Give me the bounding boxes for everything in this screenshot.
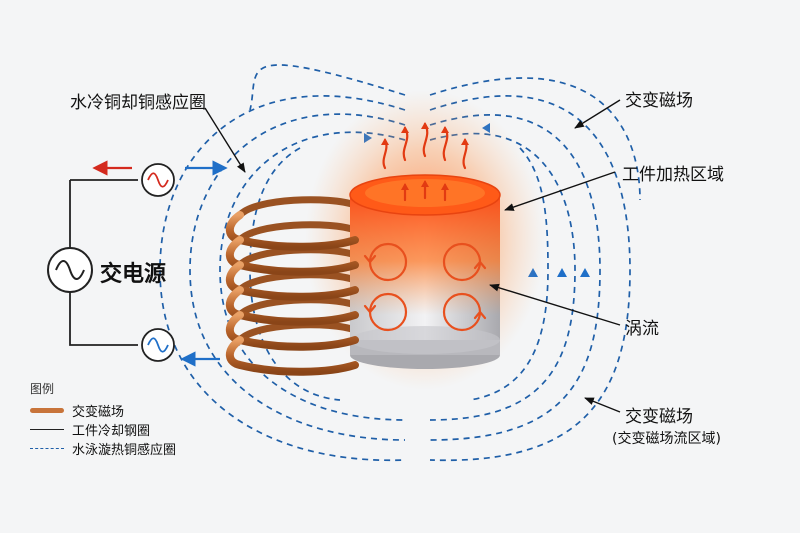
eddy-current-icon xyxy=(442,242,487,282)
ammeter-bottom-icon xyxy=(141,328,175,362)
legend-item-label: 交变磁场 xyxy=(72,405,125,420)
field-loop xyxy=(159,95,406,462)
flow-arrow-icon xyxy=(580,268,590,277)
heating-zone-label: 工件加热区域 xyxy=(622,165,724,185)
legend-item: 交变磁场 xyxy=(30,401,176,420)
eddy-label: 涡流 xyxy=(625,319,659,339)
legend: 图例 交变磁场 工件冷却钢圈 水泳漩热铜感应圈 xyxy=(30,380,176,458)
legend-swatch-line xyxy=(30,429,64,430)
legend-swatch-copper xyxy=(30,408,64,413)
eddy-current-icon xyxy=(363,242,408,282)
legend-swatch-dashed xyxy=(30,448,64,449)
field-loop xyxy=(429,114,601,441)
field-loop xyxy=(249,64,406,111)
field-loop xyxy=(249,147,341,401)
field-bottom-sublabel: (交变磁场流区域) xyxy=(612,431,721,447)
coil-label: 水冷铜却铜感应圈 xyxy=(70,93,206,113)
field-loop xyxy=(219,131,406,421)
eddy-current-icon xyxy=(363,292,408,332)
circuit-wires xyxy=(69,179,138,346)
source-label: 交电源 xyxy=(100,262,167,287)
flow-arrows xyxy=(92,160,228,367)
heat-arrow-heads xyxy=(381,122,469,190)
legend-item: 水泳漩热铜感应圈 xyxy=(30,439,176,458)
legend-item-label: 水泳漩热铜感应圈 xyxy=(72,443,177,458)
field-bottom-label: 交变磁场 xyxy=(625,407,693,427)
ac-source-icon xyxy=(47,247,93,293)
field-loop xyxy=(469,147,549,401)
field-loop xyxy=(429,77,641,201)
magnetic-field-lines xyxy=(159,64,641,462)
ammeter-top-icon xyxy=(141,163,175,197)
legend-title: 图例 xyxy=(30,382,55,396)
field-top-label: 交变磁场 xyxy=(625,91,693,111)
induction-coil xyxy=(225,211,359,376)
eddy-currents xyxy=(363,242,487,332)
pointer-lines xyxy=(204,99,621,413)
flow-arrow-icon xyxy=(557,268,567,277)
workpiece xyxy=(349,174,501,369)
legend-item: 工件冷却钢圈 xyxy=(30,420,176,439)
field-loop xyxy=(189,113,406,441)
eddy-current-icon xyxy=(442,292,487,332)
field-loop xyxy=(429,95,631,462)
field-loop xyxy=(429,132,576,421)
legend-item-label: 工件冷却钢圈 xyxy=(72,424,151,439)
